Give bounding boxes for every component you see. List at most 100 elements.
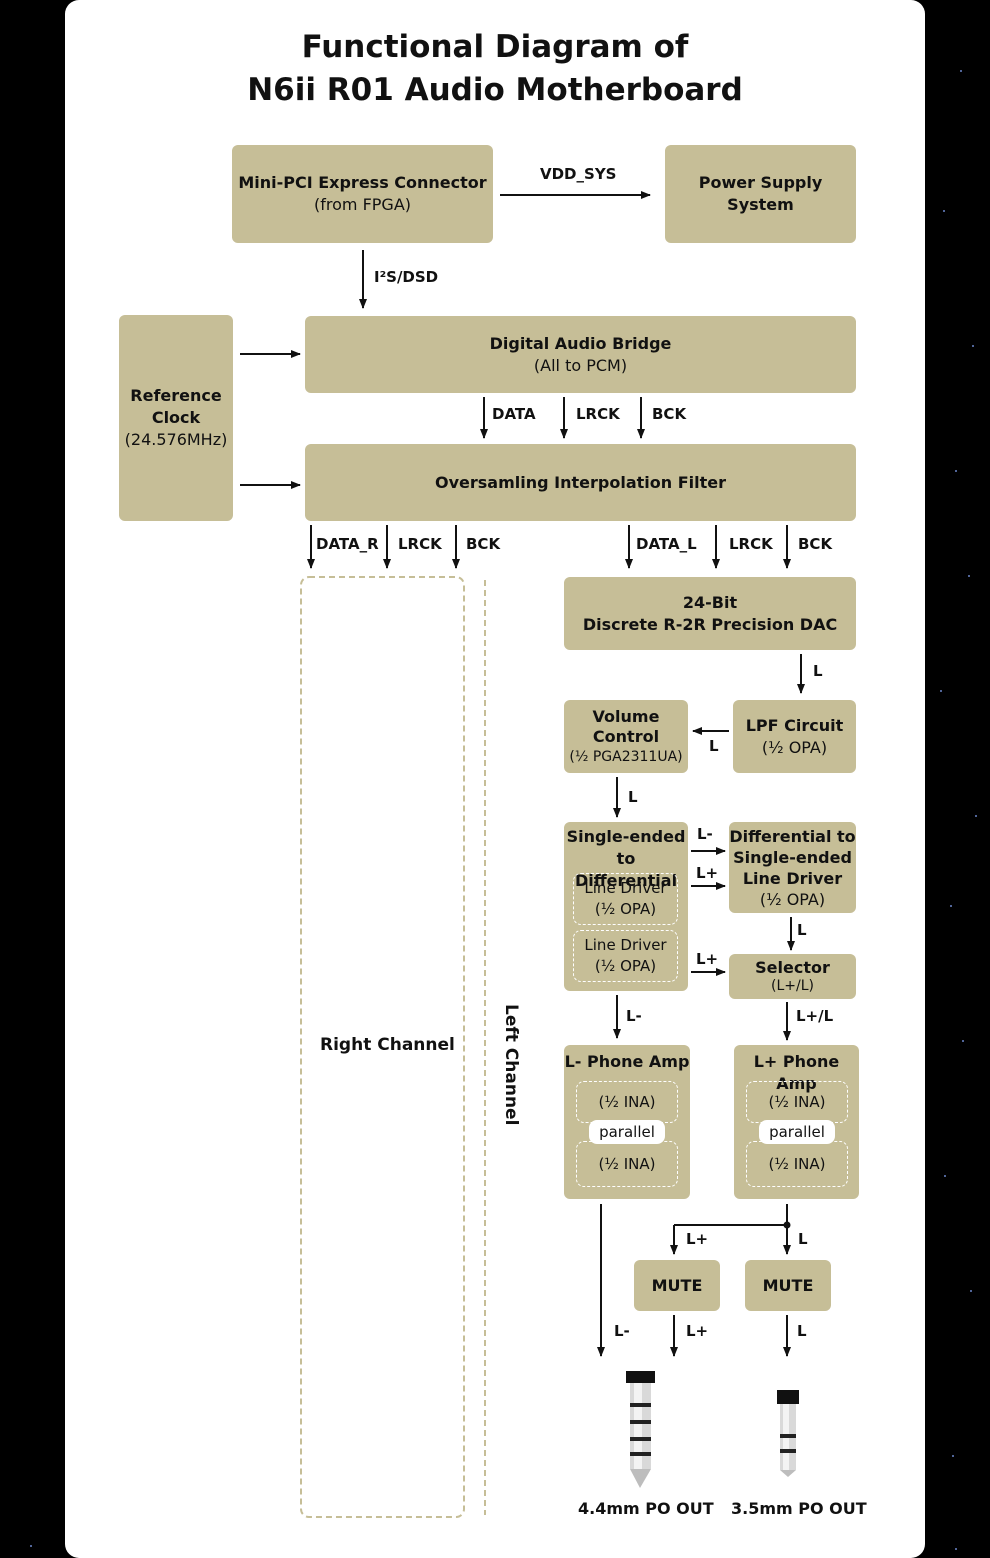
digital-audio-bridge-name: Digital Audio Bridge [489,333,672,353]
l-plus-amp-half-2: (½ INA) [746,1141,848,1187]
power-supply-line1: Power Supply [698,173,823,192]
title-line-1: Functional Diagram of [301,29,689,65]
diff-to-se-line1: Differential to [729,826,856,846]
l-minus-amp-half-1-label: (½ INA) [598,1092,656,1111]
bck-l-label: BCK [798,535,833,553]
star [962,1040,964,1042]
l-plus-amp-half-1-label: (½ INA) [768,1092,826,1111]
se-to-diff-line2: to Differential [574,849,678,890]
line-driver-1-detail: (½ OPA) [594,900,657,918]
out-minus-label: L- [614,1322,630,1340]
l-minus-amp-parallel: parallel [589,1120,665,1144]
dac-line1: 24-Bit [682,592,738,612]
lrck-l-label: LRCK [729,535,773,553]
l-plus-amp-parallel: parallel [759,1120,835,1144]
amp-in-minus-label: L- [626,1007,642,1025]
line-driver-2: Line Driver (½ OPA) [573,930,678,982]
power-supply-line2: System [727,195,794,214]
data-label: DATA [492,405,536,423]
lrck-r-label: LRCK [398,535,442,553]
star [944,1175,946,1177]
selector-detail: (L+/L) [771,977,814,994]
star [968,575,970,577]
star [975,815,977,817]
mute-1-label: MUTE [651,1275,703,1295]
diff-to-se-line3: Line Driver [742,868,843,888]
digital-audio-bridge-detail: (All to PCM) [533,355,628,375]
output-4-4mm-label: 4.4mm PO OUT [578,1499,714,1518]
out-plus-label: L+ [686,1322,709,1340]
bck-r-label: BCK [466,535,501,553]
star [960,70,962,72]
volume-line1: Volume [592,706,660,726]
vol-out-label: L [628,788,638,806]
data-l-label: DATA_L [636,535,697,553]
line-driver-1: Line Driver (½ OPA) [573,873,678,925]
selector-name: Selector [755,957,830,977]
l-plus-phone-amp-block: L+ Phone Amp (½ INA) (½ INA) parallel [734,1045,859,1199]
volume-detail: (½ PGA2311UA) [569,748,683,765]
se-to-diff-block: Single-ended to Differential Line Driver… [564,822,688,991]
i2s-dsd-label: I²S/DSD [374,268,439,286]
l-plus-amp-half-1: (½ INA) [746,1081,848,1123]
l-plus-sel-label: L+ [696,950,719,968]
l-minus-phone-amp-block: L- Phone Amp (½ INA) (½ INA) parallel [564,1045,690,1199]
line-driver-2-detail: (½ OPA) [594,957,657,975]
vdd-sys-label: VDD_SYS [540,165,617,183]
se-to-diff-line1: Single-ended [566,827,686,846]
l-minus-amp-half-2-label: (½ INA) [598,1154,656,1173]
volume-line2: Control [592,726,660,746]
star [943,210,945,212]
star [952,1455,954,1457]
reference-clock-block: Reference Clock (24.576MHz) [119,315,233,521]
reference-clock-line2: Clock [151,408,201,427]
star [955,1548,957,1550]
title-line-2: N6ii R01 Audio Motherboard [247,72,743,108]
diff-to-se-block: Differential to Single-ended Line Driver… [729,822,856,913]
mute-2-label: MUTE [762,1275,814,1295]
l-plus-amp-half-2-label: (½ INA) [768,1154,826,1173]
diff-to-se-line2: Single-ended [733,847,852,867]
mini-pci-detail: (from FPGA) [314,195,411,214]
mute-block-2: MUTE [745,1260,831,1311]
lpf-name: LPF Circuit [745,715,844,735]
star [940,690,942,692]
volume-control-block: Volume Control (½ PGA2311UA) [564,700,688,773]
mini-pci-connector-block: Mini-PCI Express Connector (from FPGA) [232,145,493,243]
lpf-circuit-block: LPF Circuit (½ OPA) [733,700,856,773]
output-3-5mm-label: 3.5mm PO OUT [731,1499,867,1518]
lpf-out-label: L [709,737,719,755]
oversampling-filter-block: Oversamling Interpolation Filter [305,444,856,521]
star [955,470,957,472]
data-r-label: DATA_R [316,535,379,553]
out-l-label: L [797,1322,807,1340]
mute-block-1: MUTE [634,1260,720,1311]
digital-audio-bridge-block: Digital Audio Bridge (All to PCM) [305,316,856,393]
star [950,905,952,907]
l-plus-diff-label: L+ [696,864,719,882]
bck-label: BCK [652,405,687,423]
sel-out-label: L+/L [796,1007,834,1025]
selector-block: Selector (L+/L) [729,954,856,999]
dac-block: 24-Bit Discrete R-2R Precision DAC [564,577,856,650]
line-driver-1-name: Line Driver [584,879,667,897]
power-supply-block: Power Supply System [665,145,856,243]
lpf-detail: (½ OPA) [761,737,828,757]
reference-clock-line1: Reference [130,386,222,405]
dac-line2: Discrete R-2R Precision DAC [582,614,838,634]
left-channel-label: Left Channel [501,1004,521,1126]
mini-pci-name: Mini-PCI Express Connector [238,173,487,192]
l-minus-diff-label: L- [697,825,713,843]
mute2-in-label: L [798,1230,808,1248]
l-minus-amp-half-1: (½ INA) [576,1081,678,1123]
dac-out-label: L [813,662,823,680]
l-minus-amp-half-2: (½ INA) [576,1141,678,1187]
diff-to-se-detail: (½ OPA) [759,889,826,909]
l-plus-amp-name: L+ Phone Amp [753,1052,840,1093]
reference-clock-detail: (24.576MHz) [124,430,228,449]
star [972,345,974,347]
l-minus-amp-name: L- Phone Amp [564,1052,690,1071]
diagram-title: Functional Diagram of N6ii R01 Audio Mot… [0,26,990,112]
diff-out-label: L [797,921,807,939]
